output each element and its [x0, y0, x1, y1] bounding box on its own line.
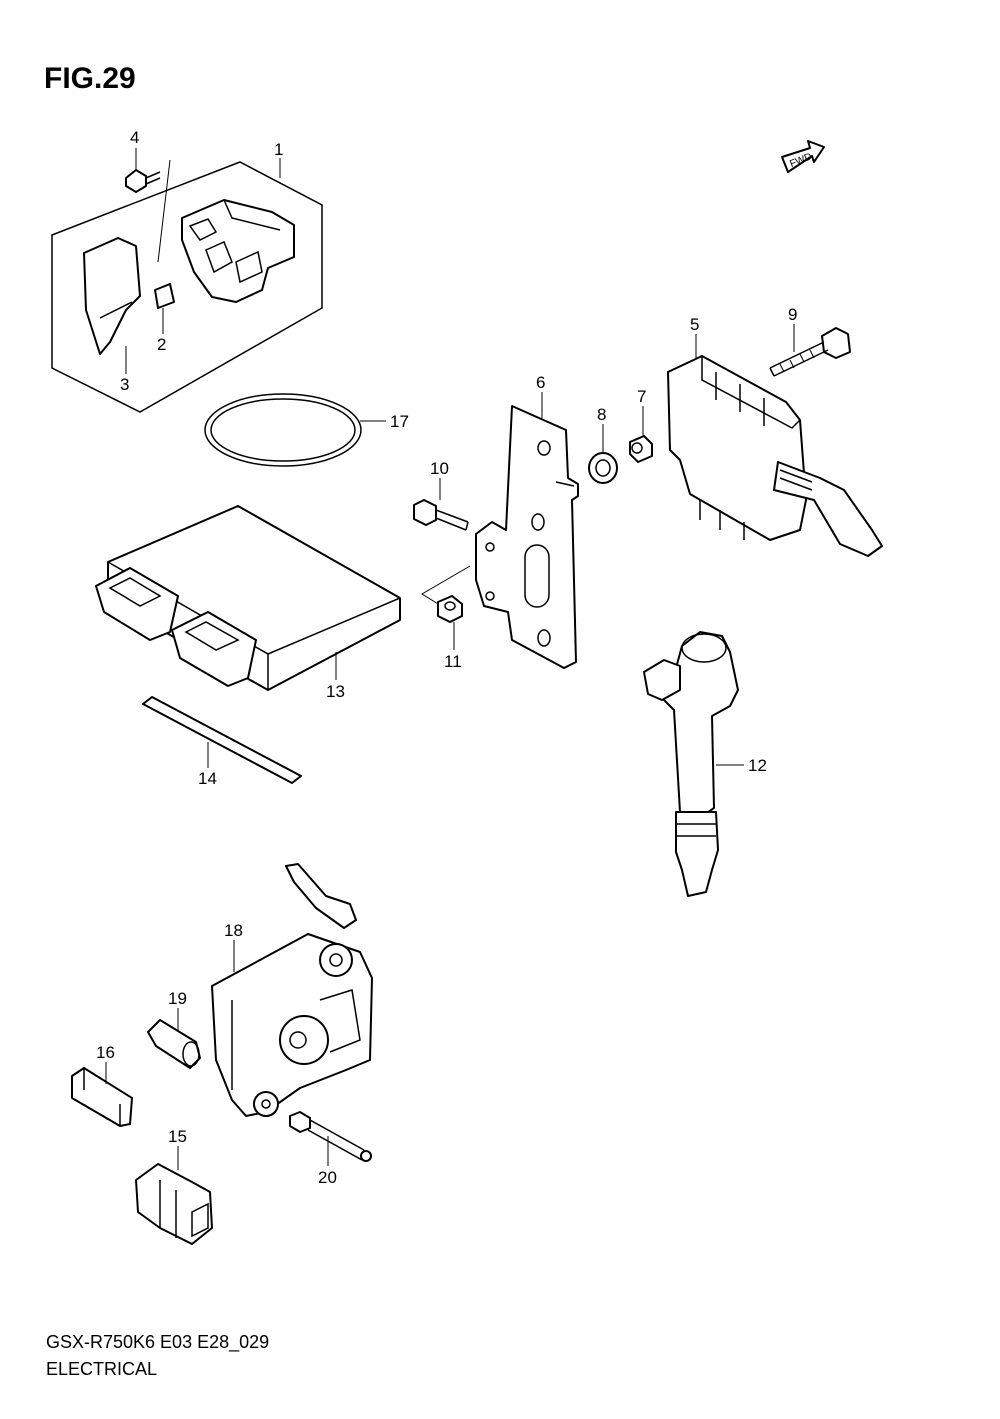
callout-13: 13: [326, 682, 345, 701]
callout-9: 9: [788, 305, 797, 324]
callout-11: 11: [444, 652, 462, 671]
callout-16: 16: [96, 1043, 115, 1062]
callout-7: 7: [637, 387, 646, 406]
footer-section-name: ELECTRICAL: [46, 1359, 158, 1379]
callout-3: 3: [120, 375, 129, 394]
callout-6: 6: [536, 373, 545, 392]
part-16-block: [71, 1067, 133, 1127]
part-17-ring: [204, 393, 362, 467]
callout-17: 17: [390, 412, 409, 431]
callout-8: 8: [597, 405, 606, 424]
part-20-bolt: [289, 1111, 372, 1162]
callout-15: 15: [168, 1127, 187, 1146]
callout-18: 18: [224, 921, 243, 940]
figure-title: FIG.29: [44, 62, 136, 95]
callout-12: 12: [748, 756, 767, 775]
part-10-bolt: [413, 499, 469, 531]
leader-lines: [105, 148, 795, 1170]
part-8-grommet: [588, 452, 618, 484]
part-12-ignition-coil: [643, 631, 739, 897]
callout-19: 19: [168, 989, 187, 1008]
footer-model-code: GSX-R750K6 E03 E28_029: [46, 1332, 270, 1352]
callout-2: 2: [157, 335, 166, 354]
callout-4: 4: [130, 128, 139, 147]
part-14-strip: [142, 696, 302, 784]
callout-10: 10: [430, 459, 449, 478]
part-19-spacer: [147, 1019, 201, 1069]
part-9-bolt: [769, 327, 851, 377]
part-7-collar: [629, 435, 653, 463]
callout-20: 20: [318, 1168, 337, 1187]
part-18-sensor-assembly: [211, 863, 373, 1117]
part-6-bracket: [421, 405, 579, 669]
part-15-connector: [135, 1163, 213, 1245]
forward-arrow-icon: FWD: [781, 140, 825, 173]
part-1-relay-assembly: [51, 161, 323, 413]
callout-5: 5: [690, 315, 699, 334]
callout-14: 14: [198, 769, 217, 788]
part-11-nut: [437, 595, 463, 623]
part-13-ecm: [95, 505, 401, 691]
part-5-regulator: [667, 355, 883, 557]
callout-1: 1: [274, 140, 283, 159]
